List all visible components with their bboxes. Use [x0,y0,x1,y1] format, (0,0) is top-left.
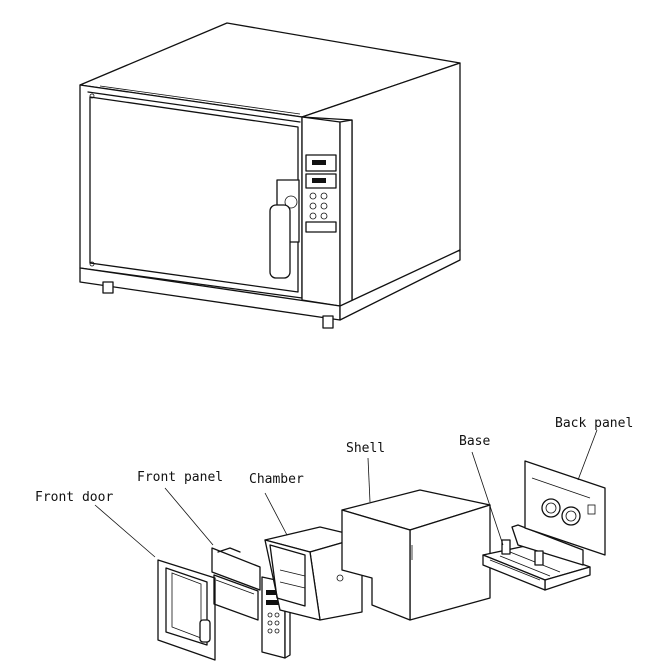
leader-front-panel [164,487,214,546]
label-chamber: Chamber [249,472,304,487]
label-shell: Shell [346,441,385,456]
leader-front-door [94,504,156,558]
base-part [482,524,591,591]
foot-right [322,315,334,329]
leader-back-panel [577,429,598,481]
chamber-part [264,526,363,621]
leader-chamber [264,492,288,536]
label-base: Base [459,434,490,449]
leader-base [471,451,504,546]
label-front-door: Front door [35,490,113,505]
shell-part [341,489,491,621]
front-door-part [157,559,216,661]
leader-lines [94,429,598,558]
assembled-oven [79,22,461,329]
label-front-panel: Front panel [137,470,223,485]
door-handle [269,204,291,279]
fan-grille-right [561,506,581,526]
leader-shell [367,457,371,503]
fan-grille-left [541,498,561,518]
oven-door [89,96,299,293]
label-back-panel: Back panel [555,416,633,431]
foot-left [102,281,114,294]
